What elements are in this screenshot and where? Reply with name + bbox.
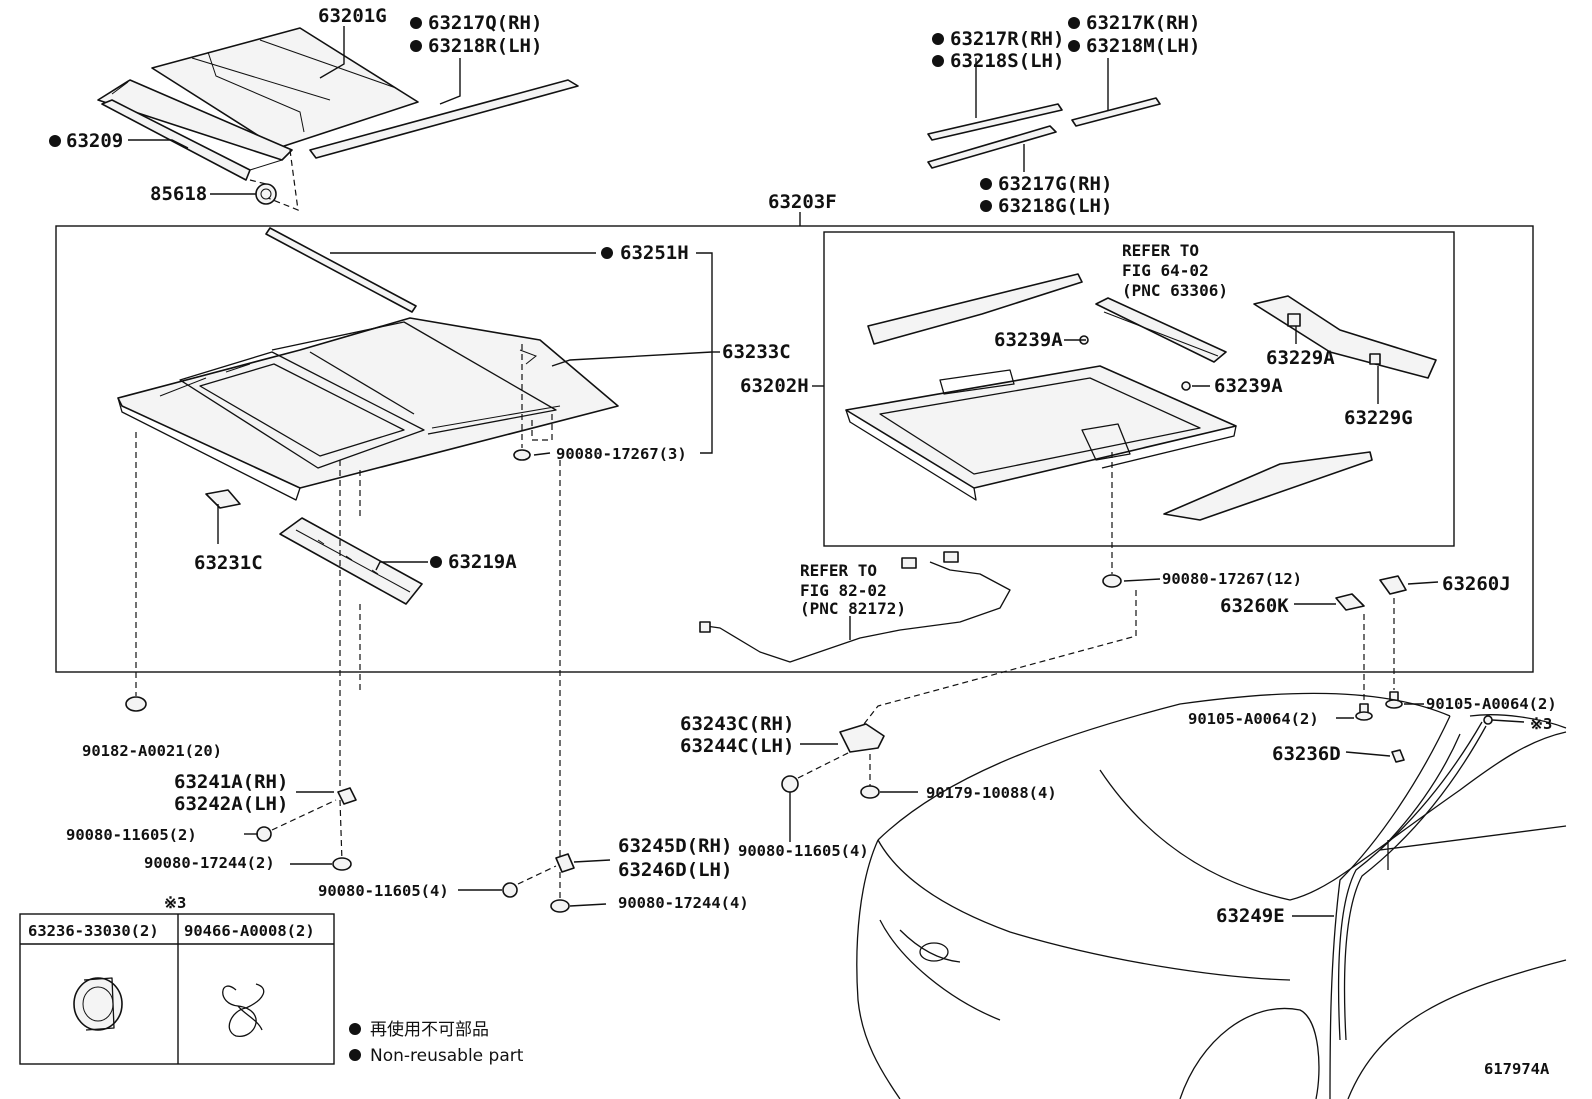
callout-90105-right: 90105-A0064(2)	[1426, 695, 1557, 713]
bolt-90105-left	[1355, 703, 1373, 721]
refer-a-line3: (PNC 63306)	[1122, 281, 1228, 300]
callout-63245D: 63245D(RH)	[618, 835, 732, 857]
refer-b-line1: REFER TO	[800, 561, 877, 580]
callout-63229A: 63229A	[1266, 347, 1335, 369]
weatherstrip-63251H	[265, 227, 417, 313]
callout-90080-17244-4: 90080-17244(4)	[618, 894, 749, 912]
wire-harness-82172	[699, 551, 1011, 663]
callout-63229G: 63229G	[1344, 407, 1413, 429]
sunroof-frame-63202H	[845, 365, 1237, 501]
clamp-63236D	[1391, 749, 1405, 763]
callout-63244C: 63244C(LH)	[680, 735, 794, 757]
roof-panel-63201G	[97, 27, 419, 181]
callout-63219A: 63219A	[448, 551, 517, 573]
molding-63217K	[1071, 97, 1161, 127]
callout-63217K: 63217K(RH)	[1086, 12, 1200, 34]
legend: 再使用不可部品 Non-reusable part	[349, 1019, 524, 1066]
legend-en: Non-reusable part	[370, 1046, 524, 1066]
callout-85618: 85618	[150, 183, 207, 205]
wire-clip-icon-90466-A0008	[222, 983, 265, 1037]
clip-85618	[255, 183, 277, 205]
callout-63239A-2: 63239A	[1214, 375, 1283, 397]
vehicle-outline	[856, 692, 1567, 1099]
callout-90080-17244-2: 90080-17244(2)	[144, 854, 275, 872]
roof-side-molding-63217Q	[309, 79, 579, 159]
bracket-63229A	[1287, 313, 1301, 327]
callout-90080-11605-2: 90080-11605(2)	[66, 826, 197, 844]
callout-63218G: 63218G(LH)	[998, 195, 1112, 217]
callout-90080-17267-3: 90080-17267(3)	[556, 445, 687, 463]
callout-90182: 90182-A0021(20)	[82, 742, 222, 760]
callout-63239A-1: 63239A	[994, 329, 1063, 351]
callout-63260K: 63260K	[1220, 595, 1289, 617]
bracket-63260J	[1379, 575, 1407, 595]
rail-left	[867, 273, 1083, 345]
clip-63241A	[337, 787, 357, 805]
drain-hose-63249E	[1337, 721, 1487, 1041]
callout-90105-left: 90105-A0064(2)	[1188, 710, 1319, 728]
callout-63203F: 63203F	[768, 191, 837, 213]
deflector-63306	[1095, 297, 1227, 363]
callout-63260J: 63260J	[1442, 573, 1511, 595]
clip-90080-17244-2	[332, 857, 352, 871]
callout-90080-17267-12: 90080-17267(12)	[1162, 570, 1302, 588]
callout-63202H: 63202H	[740, 375, 809, 397]
legend-ja: 再使用不可部品	[370, 1019, 489, 1040]
callout-63217R: 63217R(RH)	[950, 28, 1064, 50]
callout-90080-11605-4b: 90080-11605(4)	[738, 842, 869, 860]
clip-90080-17244-4	[550, 899, 570, 913]
clip-90179	[860, 785, 880, 799]
assembly-box-63203F	[55, 225, 1534, 673]
clip-90080-11605-2	[256, 826, 272, 842]
clip-90080-11605-4a	[502, 882, 518, 898]
callout-63251H: 63251H	[620, 242, 689, 264]
refer-b-line3: (PNC 82172)	[800, 599, 906, 618]
note-table: ※3 63236-33030(2) 90466-A0008(2)	[19, 894, 335, 1065]
sunroof-housing-box-63202H	[823, 231, 1455, 547]
bracket-63260K	[1335, 593, 1365, 611]
molding-63217R	[927, 103, 1063, 169]
callout-63231C: 63231C	[194, 552, 263, 574]
callout-63233C: 63233C	[722, 341, 791, 363]
clip-63245D	[555, 853, 575, 873]
callout-63246D: 63246D(LH)	[618, 859, 732, 881]
callout-63249E: 63249E	[1216, 905, 1285, 927]
callout-63242A: 63242A(LH)	[174, 793, 288, 815]
bracket-63229G	[1369, 353, 1381, 365]
clip-90080-17267-12	[1102, 574, 1122, 588]
bracket-63231C	[205, 489, 241, 509]
callout-63241A: 63241A(RH)	[174, 771, 288, 793]
callout-63218S: 63218S(LH)	[950, 50, 1064, 72]
callout-90080-11605-4a: 90080-11605(4)	[318, 882, 449, 900]
clamp-icon-63236-33030	[73, 977, 123, 1031]
callout-63218M: 63218M(LH)	[1086, 35, 1200, 57]
leader-lines	[128, 26, 1525, 917]
callout-63201G: 63201G	[318, 5, 387, 27]
roof-assembly-63233C	[117, 317, 619, 501]
callout-63217Q: 63217Q(RH)	[428, 12, 542, 34]
figure-id: 617974A	[1484, 1060, 1550, 1078]
refer-b-line2: FIG 82-02	[800, 581, 887, 600]
reinforcement-63219A	[279, 517, 423, 605]
note-table-col2-header: 90466-A0008(2)	[184, 922, 315, 940]
callout-90179: 90179-10088(4)	[926, 784, 1057, 802]
clip-90182	[125, 696, 147, 712]
bolt-90105-right	[1385, 691, 1403, 709]
note-marker-3: ※3	[1530, 715, 1552, 733]
bracket-63243C	[839, 723, 885, 753]
clip-90080-17267-3	[513, 449, 531, 461]
refer-a-line2: FIG 64-02	[1122, 261, 1209, 280]
callout-63243C: 63243C(RH)	[680, 713, 794, 735]
callout-63209: 63209	[66, 130, 123, 152]
refer-a-line1: REFER TO	[1122, 241, 1199, 260]
note-table-marker: ※3	[164, 894, 186, 912]
clip-90080-11605-4b	[781, 775, 799, 793]
callout-63236D: 63236D	[1272, 743, 1341, 765]
callout-63218R: 63218R(LH)	[428, 35, 542, 57]
callout-63217G: 63217G(RH)	[998, 173, 1112, 195]
note-table-col1-header: 63236-33030(2)	[28, 922, 159, 940]
